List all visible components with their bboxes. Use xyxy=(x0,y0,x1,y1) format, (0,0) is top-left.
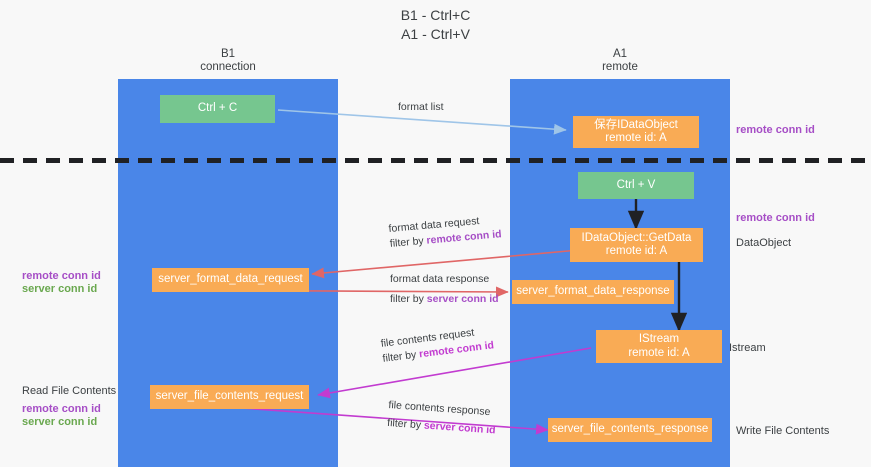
column-header-a1: A1 remote xyxy=(602,48,638,73)
box-server-file-contents-request[interactable]: server_file_contents_request xyxy=(150,385,309,409)
column-header-b1: B1 connection xyxy=(200,48,256,73)
side-label-remote-conn-id-top: remote conn id xyxy=(736,124,815,136)
box-ctrl-c[interactable]: Ctrl + C xyxy=(160,95,275,123)
box-server-format-data-request[interactable]: server_format_data_request xyxy=(152,268,309,292)
box-ctrl-v[interactable]: Ctrl + V xyxy=(578,172,694,199)
side-label-left-server-conn-id-bot: server conn id xyxy=(22,416,98,428)
box-idataobject[interactable]: 保存IDataObject remote id: A xyxy=(573,116,699,148)
side-label-left-remote-conn-id-mid: remote conn id xyxy=(22,270,101,282)
side-label-left-server-conn-id-mid: server conn id xyxy=(22,283,98,295)
box-idataobject-getdata[interactable]: IDataObject::GetData remote id: A xyxy=(570,228,703,262)
edge-label-format-list: format list xyxy=(398,101,444,113)
side-label-remote-conn-id-mid: remote conn id xyxy=(736,212,815,224)
side-label-istream: Istream xyxy=(729,342,766,354)
side-label-left-remote-conn-id-bot: remote conn id xyxy=(22,403,101,415)
box-istream[interactable]: IStream remote id: A xyxy=(596,330,722,363)
side-label-write-file-contents: Write File Contents xyxy=(736,425,830,437)
side-label-dataobject: DataObject xyxy=(736,237,792,249)
side-label-read-file-contents: Read File Contents xyxy=(22,385,117,397)
diagram-title: B1 - Ctrl+C A1 - Ctrl+V xyxy=(400,7,471,42)
edge-label-format-data-response: format data response filter by server co… xyxy=(390,272,499,307)
edge-label-format-data-response-text: format data response xyxy=(390,273,490,285)
box-server-format-data-response[interactable]: server_format_data_response xyxy=(512,280,674,304)
box-server-file-contents-response[interactable]: server_file_contents_response xyxy=(548,418,712,442)
edge-label-format-data-request: format data request filter by remote con… xyxy=(388,212,502,252)
edge-label-file-contents-request: file contents request filter by remote c… xyxy=(380,323,495,366)
edge-label-format-data-response-filter: filter by server conn id xyxy=(390,293,499,305)
edge-label-file-contents-response: file contents response filter by server … xyxy=(387,398,498,438)
